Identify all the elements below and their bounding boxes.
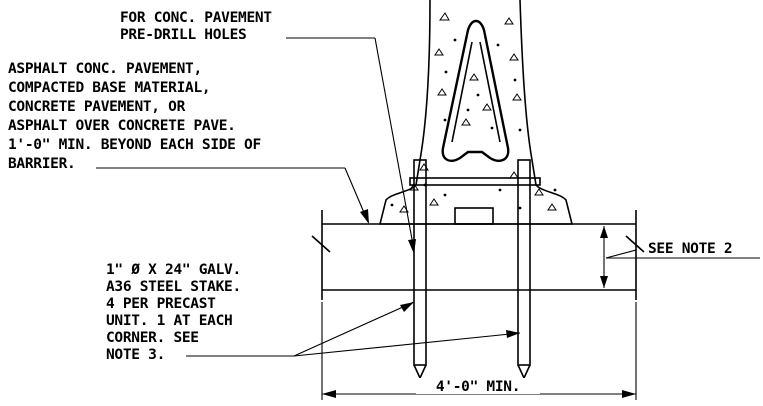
steel-stake-right bbox=[517, 159, 531, 380]
anchor-bar bbox=[409, 177, 541, 186]
precast-barrier bbox=[378, 0, 574, 225]
reinforcing-cage bbox=[441, 19, 510, 162]
leader-pavement bbox=[96, 167, 369, 224]
steel-stake-left bbox=[413, 159, 427, 380]
note-predrill-line-2: PRE-DRILL HOLES bbox=[120, 27, 246, 43]
note-pavement-line-6: BARRIER. bbox=[8, 156, 75, 172]
note-predrill: FOR CONC. PAVEMENT PRE-DRILL HOLES bbox=[120, 10, 273, 43]
note-stake-line-3: 4 PER PRECAST bbox=[106, 296, 216, 312]
note-pavement-line-2: COMPACTED BASE MATERIAL, bbox=[8, 80, 210, 96]
break-mark-left bbox=[311, 235, 331, 253]
note-pavement-line-3: CONCRETE PAVEMENT, OR bbox=[8, 99, 186, 115]
leader-see-note bbox=[605, 249, 760, 259]
note-pavement: ASPHALT CONC. PAVEMENT, COMPACTED BASE M… bbox=[8, 61, 261, 172]
note-stake: 1" Ø X 24" GALV. A36 STEEL STAKE. 4 PER … bbox=[106, 262, 241, 363]
width-dimension-label: 4'-0" MIN. bbox=[436, 379, 520, 395]
note-predrill-line-1: FOR CONC. PAVEMENT bbox=[120, 10, 272, 26]
leader-stake bbox=[186, 301, 521, 357]
break-mark-right bbox=[625, 235, 645, 253]
leader-predrill bbox=[286, 37, 416, 254]
drainage-slot bbox=[454, 207, 494, 225]
note-stake-line-5: CORNER. SEE bbox=[106, 330, 199, 346]
note-stake-line-4: UNIT. 1 AT EACH bbox=[106, 313, 232, 329]
see-note-label: SEE NOTE 2 bbox=[648, 241, 732, 257]
note-pavement-line-4: ASPHALT OVER CONCRETE PAVE. bbox=[8, 118, 236, 134]
note-stake-line-1: 1" Ø X 24" GALV. bbox=[106, 262, 241, 278]
note-stake-line-2: A36 STEEL STAKE. bbox=[106, 279, 241, 295]
note-pavement-line-5: 1'-0" MIN. BEYOND EACH SIDE OF bbox=[8, 137, 261, 153]
note-stake-line-6: NOTE 3. bbox=[106, 347, 165, 363]
slab-thickness-dimension bbox=[600, 226, 608, 288]
pavement-slab bbox=[311, 210, 645, 300]
width-dimension: 4'-0" MIN. bbox=[321, 302, 637, 400]
note-pavement-line-1: ASPHALT CONC. PAVEMENT, bbox=[8, 61, 202, 77]
aggregate-texture bbox=[390, 12, 557, 213]
